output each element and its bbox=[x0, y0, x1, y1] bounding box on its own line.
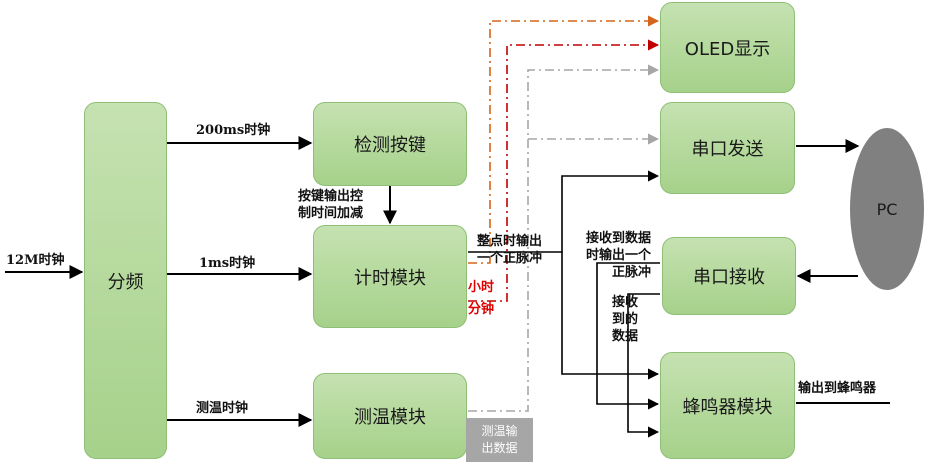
rx-data-label: 接收 到的 数据 bbox=[612, 295, 639, 344]
pc-node: PC bbox=[850, 128, 924, 290]
oled-label: OLED显示 bbox=[684, 38, 771, 60]
timer-box: 计时模块 bbox=[313, 225, 467, 328]
uart-tx-box: 串口发送 bbox=[660, 102, 795, 194]
clk-200ms-label: 200ms时钟 bbox=[196, 123, 271, 138]
clk-in-label: 12M时钟 bbox=[6, 253, 65, 268]
rx-pulse-label: 接收到数据 时输出一个 正脉冲 bbox=[586, 231, 652, 280]
clk-1ms-label: 1ms时钟 bbox=[199, 256, 256, 271]
timer-buzzer-line bbox=[468, 251, 660, 380]
hour-label: 小时 bbox=[468, 280, 495, 295]
uart-rx-box: 串口接收 bbox=[662, 237, 796, 315]
timer-label: 计时模块 bbox=[354, 267, 426, 289]
uart-tx-label: 串口发送 bbox=[691, 139, 764, 160]
minute-label: 分钟 bbox=[468, 302, 495, 317]
key-output-label: 按键输出控 制时间加减 bbox=[298, 189, 364, 221]
key-detect-box: 检测按键 bbox=[313, 102, 467, 186]
uart-tx-feed-line bbox=[561, 170, 660, 252]
hourly-pulse-label: 整点时输出 一个正脉冲 bbox=[477, 234, 543, 266]
temp-output-box: 测温输 出数据 bbox=[466, 418, 533, 462]
buzzer-label: 蜂鸣器模块 bbox=[682, 396, 773, 418]
pc-label: PC bbox=[876, 199, 898, 219]
uart-rx-label: 串口接收 bbox=[693, 267, 765, 288]
divider-box: 分频 bbox=[84, 102, 167, 459]
temp-oled-gray-line bbox=[468, 64, 660, 412]
buzzer-output-label: 输出到蜂鸣器 bbox=[798, 381, 877, 396]
clk-temp-label: 测温时钟 bbox=[196, 401, 249, 416]
temp-label: 测温模块 bbox=[354, 407, 426, 428]
temp-box: 测温模块 bbox=[313, 373, 467, 459]
divider-label: 分频 bbox=[107, 271, 144, 293]
temp-output-label: 测温输 出数据 bbox=[481, 424, 518, 455]
buzzer-box: 蜂鸣器模块 bbox=[660, 352, 795, 459]
rx-data-line bbox=[627, 293, 660, 438]
timer-oled-orange-line bbox=[468, 15, 660, 264]
key-detect-label: 检测按键 bbox=[354, 135, 426, 156]
oled-box: OLED显示 bbox=[660, 2, 795, 93]
timer-oled-red-line bbox=[468, 39, 660, 302]
